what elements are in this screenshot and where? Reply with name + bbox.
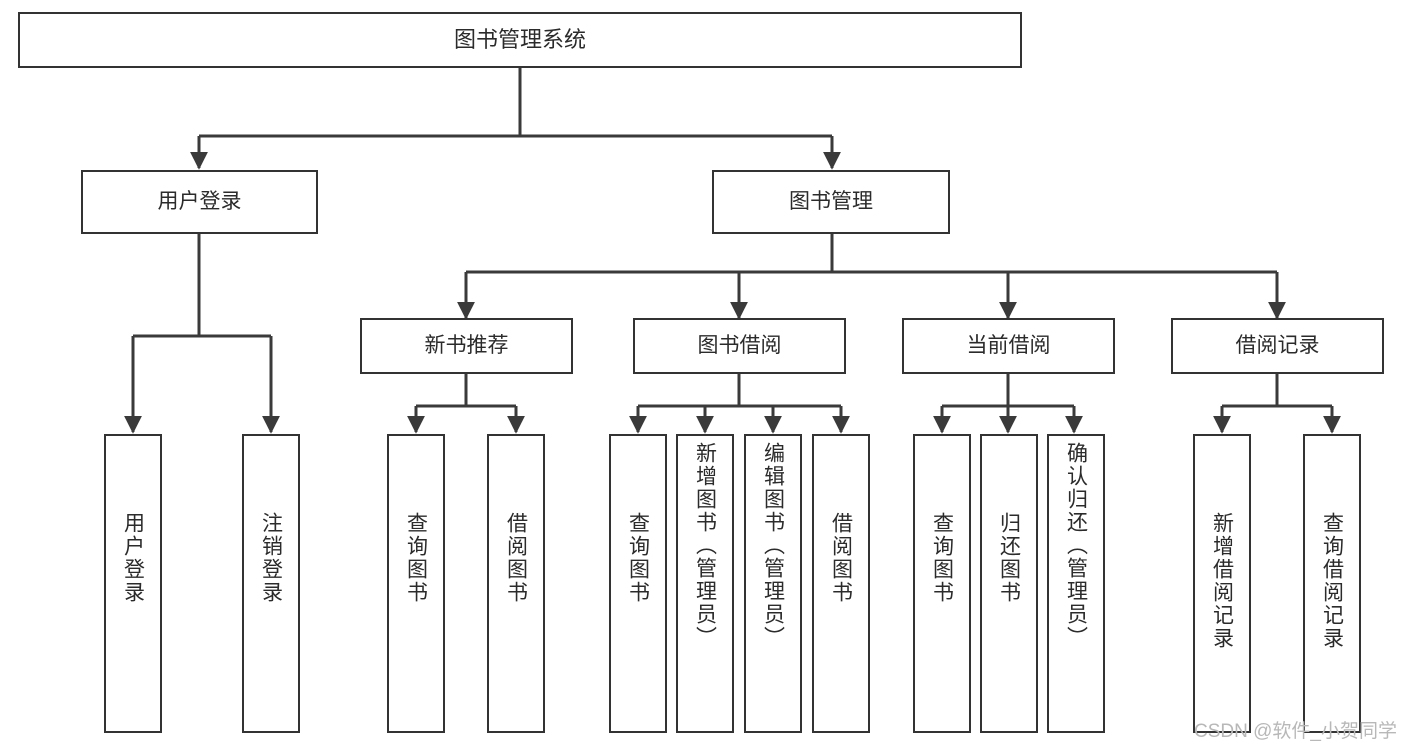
node-label: 图书借阅 — [697, 333, 782, 357]
node-label: 用户登录 — [121, 512, 145, 604]
node-book-borrow[interactable]: 图书借阅 — [633, 318, 846, 374]
leaf-current-borrow-query[interactable]: 查询图书 — [913, 434, 971, 733]
node-label: 确认归还（管理员） — [1064, 442, 1088, 649]
leaf-borrow-record-query[interactable]: 查询借阅记录 — [1303, 434, 1361, 733]
leaf-user-login-logout[interactable]: 注销登录 — [242, 434, 300, 733]
node-label: 借阅图书 — [504, 512, 528, 604]
leaf-borrow-record-add[interactable]: 新增借阅记录 — [1193, 434, 1251, 733]
node-label: 新书推荐 — [424, 333, 509, 357]
node-label: 借阅记录 — [1235, 333, 1320, 357]
node-label: 新增图书（管理员） — [693, 442, 717, 649]
node-label: 归还图书 — [997, 512, 1021, 604]
leaf-book-borrow-query[interactable]: 查询图书 — [609, 434, 667, 733]
node-root-system[interactable]: 图书管理系统 — [18, 12, 1022, 68]
leaf-current-borrow-return[interactable]: 归还图书 — [980, 434, 1038, 733]
node-label: 查询图书 — [930, 512, 954, 604]
node-label: 查询图书 — [404, 512, 428, 604]
node-current-borrow[interactable]: 当前借阅 — [902, 318, 1115, 374]
node-label: 用户登录 — [157, 189, 242, 213]
node-label: 查询借阅记录 — [1320, 512, 1344, 650]
leaf-user-login-login[interactable]: 用户登录 — [104, 434, 162, 733]
node-label: 图书管理 — [789, 189, 873, 213]
leaf-book-borrow-edit[interactable]: 编辑图书（管理员） — [744, 434, 802, 733]
leaf-current-borrow-confirm[interactable]: 确认归还（管理员） — [1047, 434, 1105, 733]
leaf-new-book-query[interactable]: 查询图书 — [387, 434, 445, 733]
leaf-new-book-borrow[interactable]: 借阅图书 — [487, 434, 545, 733]
node-label: 注销登录 — [259, 512, 283, 604]
node-label: 新增借阅记录 — [1210, 512, 1234, 650]
node-label: 当前借阅 — [966, 333, 1051, 357]
node-new-book-recommend[interactable]: 新书推荐 — [360, 318, 573, 374]
node-label: 编辑图书（管理员） — [761, 442, 785, 649]
leaf-book-borrow-add[interactable]: 新增图书（管理员） — [676, 434, 734, 733]
node-label: 借阅图书 — [829, 512, 853, 604]
node-book-management[interactable]: 图书管理 — [712, 170, 950, 234]
node-label: 查询图书 — [626, 512, 650, 604]
leaf-book-borrow-borrow[interactable]: 借阅图书 — [812, 434, 870, 733]
csdn-watermark: CSDN @软件_小贺同学 — [1194, 721, 1397, 742]
node-borrow-record[interactable]: 借阅记录 — [1171, 318, 1384, 374]
node-label: 图书管理系统 — [453, 27, 586, 53]
node-user-login[interactable]: 用户登录 — [81, 170, 318, 234]
